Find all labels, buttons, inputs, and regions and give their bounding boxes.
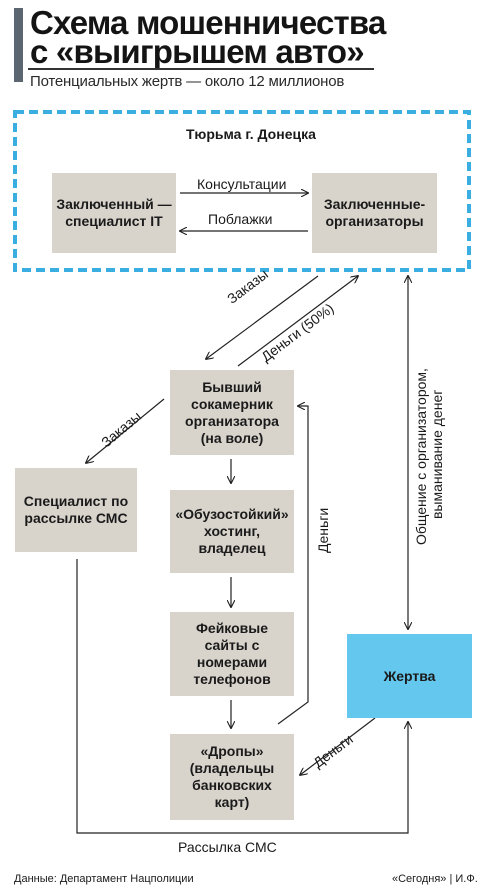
prison-border	[13, 110, 471, 272]
subtitle: Потенциальных жертв — около 12 миллионов	[30, 73, 345, 90]
edge-orders-top	[206, 275, 319, 359]
box-fake-sites: Фейковые сайты с номерами телефонов	[170, 612, 294, 696]
label-sms-mailing: Рассылка СМС	[178, 839, 277, 855]
footer-source: Данные: Департамент Нацполиции	[14, 873, 194, 885]
edge-money-vertical	[277, 406, 309, 725]
label-consultations: Консультации	[197, 176, 287, 192]
footer-credit: «Сегодня» | И.Ф.	[392, 873, 478, 885]
label-communication-1: Общение с организатором,	[413, 368, 429, 545]
edge-sms-mailing	[76, 559, 408, 834]
label-communication-2: выманивание денег	[429, 389, 445, 519]
box-former-cellmate: Бывший сокамерник организатора (на воле)	[170, 370, 294, 455]
edge-money-victim	[300, 717, 376, 775]
box-it-prisoner: Заключенный — специалист IT	[52, 173, 176, 253]
edge-orders-left	[86, 398, 165, 463]
box-sms-specialist: Специалист по рассылке СМС	[15, 468, 137, 552]
title-accent-bar	[14, 8, 23, 82]
title-line-2: с «выигрышем авто»	[30, 33, 365, 70]
label-favors: Поблажки	[208, 211, 273, 227]
edge-money-50	[237, 276, 358, 367]
title-rule	[28, 68, 374, 70]
box-drops: «Дропы» (владельцы банковских карт)	[170, 734, 294, 820]
prison-label: Тюрьма г. Донецка	[186, 126, 316, 142]
box-hosting: «Обузостойкий» хостинг, владелец	[170, 490, 294, 573]
box-organizers: Заключенные-организаторы	[312, 173, 437, 253]
title-line-1: Схема мошенничества	[30, 4, 386, 41]
box-victim: Жертва	[347, 634, 472, 718]
label-money-vertical: Деньги	[315, 507, 331, 553]
